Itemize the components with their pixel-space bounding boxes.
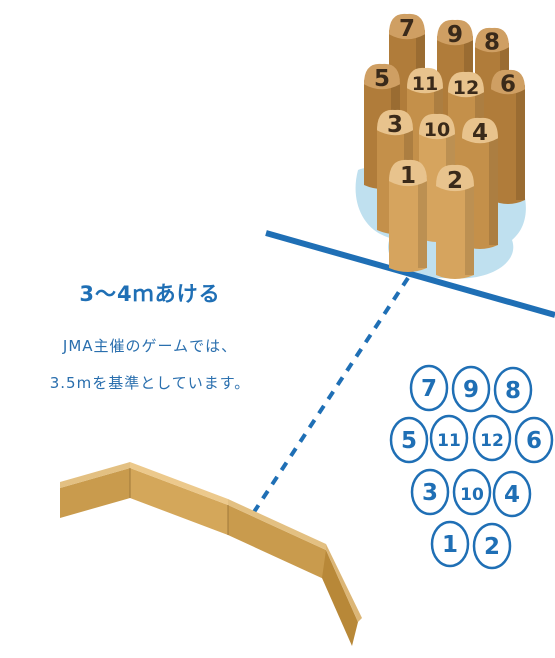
distance-note-line2: 3.5mを基準としています。 <box>49 374 251 392</box>
layout-pin-number: 1 <box>442 532 458 558</box>
layout-pin-3: 3 <box>410 468 450 516</box>
layout-pin-number: 8 <box>505 378 521 404</box>
layout-pin-number: 12 <box>480 431 504 451</box>
layout-pin-number: 4 <box>504 482 520 508</box>
layout-pin-number: 9 <box>463 377 479 403</box>
layout-pin-9: 9 <box>451 365 491 413</box>
wooden-pin-number: 9 <box>447 22 463 48</box>
layout-pin-1: 1 <box>430 520 470 568</box>
layout-pin-5: 5 <box>389 416 429 464</box>
layout-pin-4: 4 <box>492 470 532 518</box>
distance-heading: 3〜4ｍあける <box>79 282 221 306</box>
wooden-pin-number: 8 <box>484 29 500 55</box>
layout-pin-number: 2 <box>484 534 500 560</box>
layout-pin-6: 6 <box>514 416 554 464</box>
layout-pin-11: 11 <box>429 414 469 462</box>
wooden-pin-number: 11 <box>412 73 438 95</box>
layout-pin-number: 5 <box>401 428 417 454</box>
wooden-pin-2: 2 <box>436 164 474 279</box>
layout-pin-number: 6 <box>526 428 542 454</box>
distance-note-line1: JMA主催のゲームでは、 <box>62 337 238 355</box>
wooden-pin-number: 3 <box>387 112 403 138</box>
wooden-pin-6: 6 <box>491 69 525 204</box>
layout-pin-10: 10 <box>452 468 492 516</box>
wooden-pin-number: 2 <box>447 168 463 194</box>
throwing-line <box>265 230 555 318</box>
wooden-pin-number: 10 <box>424 119 450 141</box>
layout-pin-12: 12 <box>472 414 512 462</box>
layout-pin-number: 10 <box>460 485 484 505</box>
layout-pin-7: 7 <box>409 364 449 412</box>
wooden-pin-number: 12 <box>453 77 479 99</box>
wooden-pin-number: 5 <box>374 66 390 92</box>
wooden-pin-number: 4 <box>472 120 488 146</box>
wooden-pin-number: 1 <box>400 163 416 189</box>
wooden-pin-number: 6 <box>500 71 516 97</box>
layout-pin-number: 7 <box>421 376 437 402</box>
wooden-pin-number: 7 <box>399 16 415 42</box>
distance-dashed-line <box>250 276 410 517</box>
throwing-frame <box>60 462 362 646</box>
layout-pin-2: 2 <box>472 522 512 570</box>
layout-pin-number: 11 <box>437 431 461 451</box>
layout-pin-number: 3 <box>422 480 438 506</box>
wooden-pin-1: 1 <box>389 159 427 272</box>
layout-pin-8: 8 <box>493 366 533 414</box>
